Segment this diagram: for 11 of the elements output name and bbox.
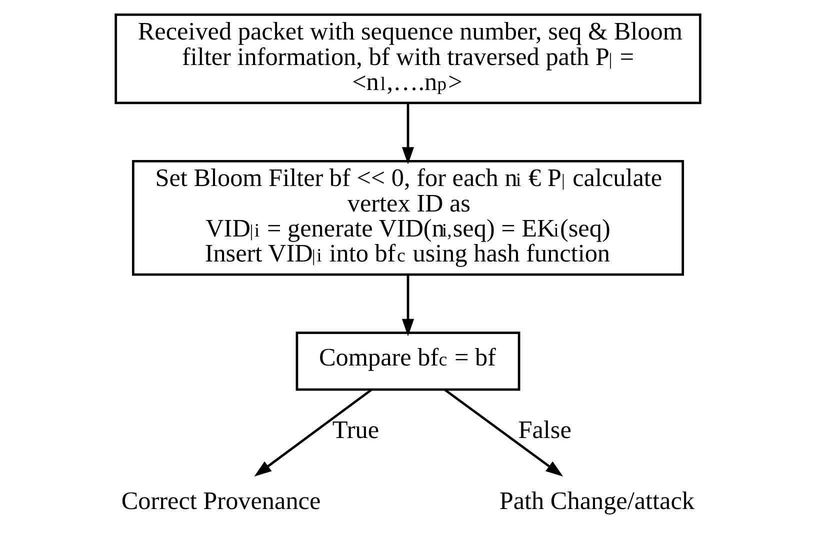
edge-label: True (332, 417, 380, 444)
arrow (444, 388, 564, 477)
arrow (402, 274, 414, 336)
node-box: Set Bloom Filter bf << 0, for each ni € P| calculate vertex ID as VID|i = generate VID(ni,seq) = EKi(seq) Insert VID|i into bfc using hash function (132, 160, 684, 276)
edge-label: False (518, 417, 572, 444)
node-text: Correct Provenance (121, 488, 321, 515)
arrow (254, 388, 372, 477)
node-box: Received packet with sequence number, seq & Bloom filter information, bf with traversed path P| = <nl,….np> (114, 14, 702, 104)
arrow (402, 102, 414, 164)
node-text: Path Change/attack (499, 488, 695, 515)
node-box: Compare bfc = bf (296, 332, 520, 391)
